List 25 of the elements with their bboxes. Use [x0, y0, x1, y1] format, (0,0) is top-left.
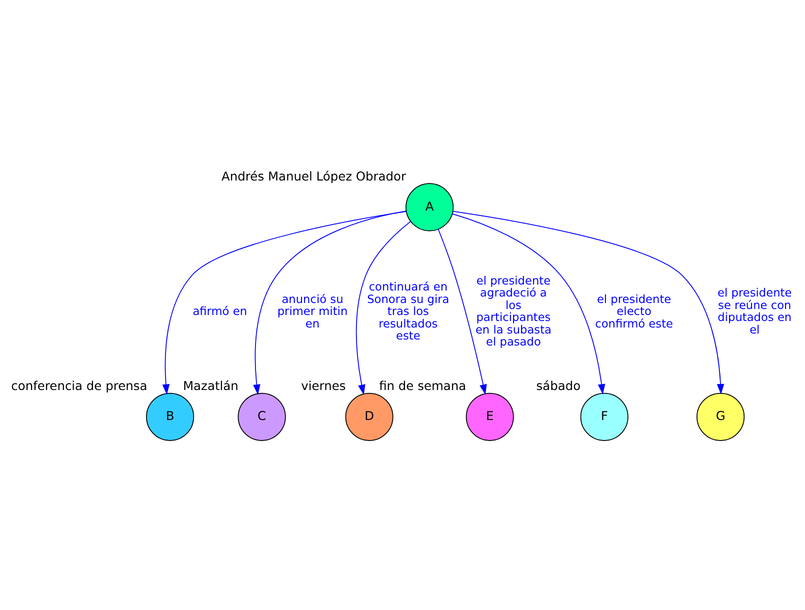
node-label: conferencia de prensa [11, 378, 148, 392]
arrow [438, 228, 487, 394]
node-label: fin de semana [379, 378, 466, 392]
edge-label: el presidente se reúne con diputados en el [718, 285, 792, 336]
node-circle: F [580, 392, 628, 440]
node-circle: B [146, 392, 194, 440]
node-label: Andrés Manuel López Obrador [222, 168, 406, 183]
node-circle: G [696, 392, 745, 440]
node-circle: D [345, 392, 394, 440]
edge-label: anunció su primer mitin en [277, 291, 348, 330]
node-label: sábado [536, 378, 581, 392]
edge-label: el presidente agradeció a los participantes en la subasta el pasado [475, 272, 552, 348]
node-label: Mazatlán [183, 378, 238, 392]
node-circle: C [238, 392, 286, 440]
arrow [162, 210, 407, 394]
node-circle: A [406, 182, 454, 231]
arrow [452, 210, 724, 394]
edge-label: continuará en Sonora su gira tras los resultados este [367, 279, 450, 342]
node-circle: E [466, 392, 514, 440]
node-label: viernes [301, 378, 346, 392]
edge-label: afirmó en [192, 304, 248, 318]
edge-label: el presidente electo confirmó este [595, 291, 674, 330]
arrow [253, 210, 407, 394]
arrow [452, 212, 606, 394]
arrow [356, 220, 411, 395]
